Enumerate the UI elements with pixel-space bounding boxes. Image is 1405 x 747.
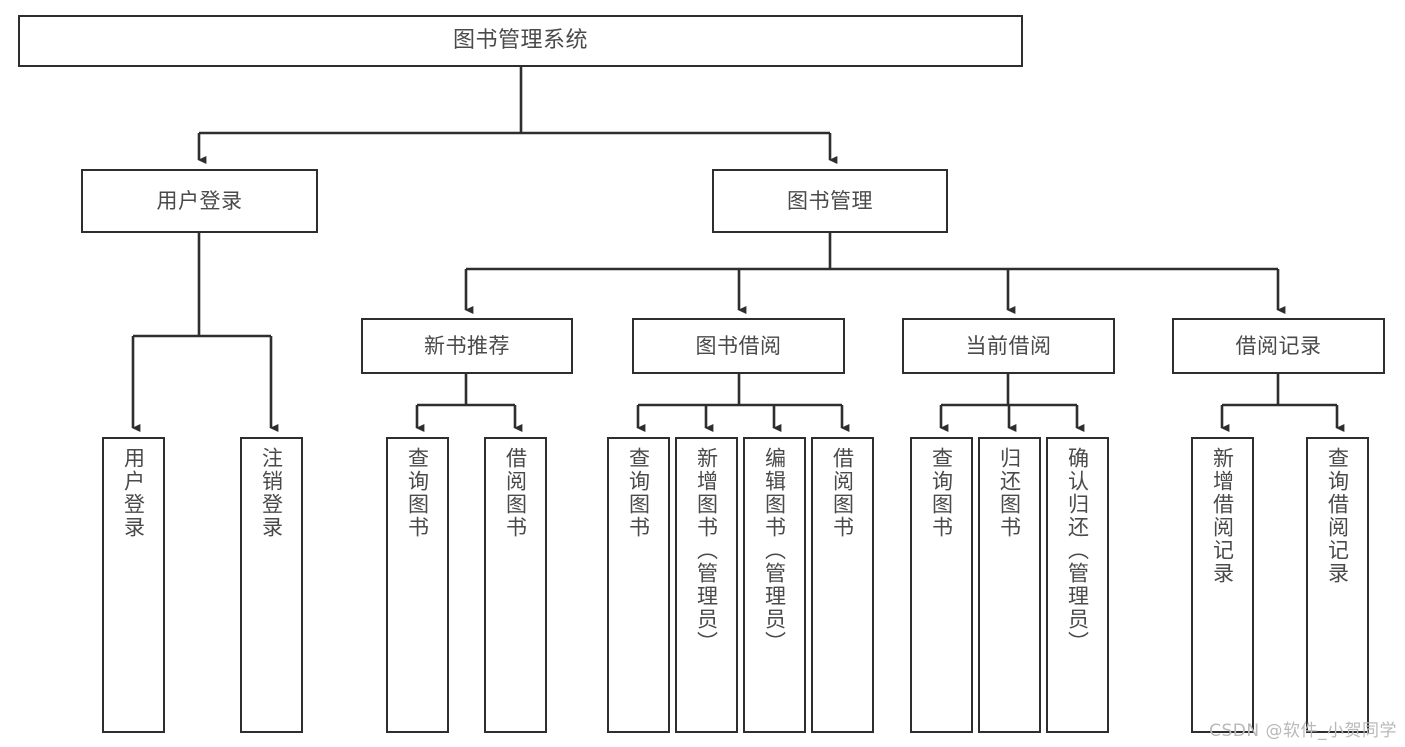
node-borrow-record[interactable]: 借阅记录: [1172, 318, 1385, 374]
node-current-borrow[interactable]: 当前借阅: [902, 318, 1115, 374]
node-user-login[interactable]: 用户登录: [81, 169, 318, 233]
leaf-borrow-edit-book-admin[interactable]: 编辑图书（管理员）: [743, 437, 806, 733]
node-book-management[interactable]: 图书管理: [712, 169, 948, 233]
leaf-record-query-record[interactable]: 查询借阅记录: [1306, 437, 1369, 733]
leaf-borrow-borrow-book[interactable]: 借阅图书: [811, 437, 874, 733]
node-label: 查询图书: [929, 447, 954, 539]
node-label: 新增图书（管理员）: [694, 447, 719, 654]
node-label: 查询图书: [405, 447, 430, 539]
node-label: 图书管理系统: [452, 28, 588, 54]
node-root-book-management-system[interactable]: 图书管理系统: [18, 15, 1023, 67]
leaf-current-return-book[interactable]: 归还图书: [978, 437, 1041, 733]
node-label: 用户登录: [156, 188, 243, 213]
node-new-book-recommend[interactable]: 新书推荐: [361, 318, 573, 374]
node-label: 借阅记录: [1235, 333, 1322, 358]
leaf-borrow-add-book-admin[interactable]: 新增图书（管理员）: [675, 437, 738, 733]
node-label: 归还图书: [997, 447, 1022, 539]
node-label: 借阅图书: [503, 447, 528, 539]
leaf-record-add-record[interactable]: 新增借阅记录: [1191, 437, 1254, 733]
node-label: 确认归还（管理员）: [1065, 447, 1090, 654]
node-label: 编辑图书（管理员）: [762, 447, 787, 654]
leaf-recommend-query-book[interactable]: 查询图书: [386, 437, 449, 733]
node-label: 借阅图书: [830, 447, 855, 539]
leaf-user-login-login[interactable]: 用户登录: [102, 437, 165, 733]
node-label: 注销登录: [259, 447, 284, 539]
node-label: 图书管理: [787, 188, 873, 213]
node-label: 查询图书: [626, 447, 651, 539]
node-label: 查询借阅记录: [1325, 447, 1350, 585]
node-label: 图书借阅: [695, 333, 782, 358]
node-label: 新书推荐: [424, 333, 510, 358]
leaf-current-query-book[interactable]: 查询图书: [910, 437, 973, 733]
watermark-text: CSDN @软件_小贺同学: [1209, 721, 1397, 741]
leaf-user-login-logout[interactable]: 注销登录: [240, 437, 303, 733]
node-label: 新增借阅记录: [1210, 447, 1235, 585]
node-book-borrow[interactable]: 图书借阅: [632, 318, 845, 374]
leaf-borrow-query-book[interactable]: 查询图书: [607, 437, 670, 733]
leaf-recommend-borrow-book[interactable]: 借阅图书: [484, 437, 547, 733]
node-label: 用户登录: [121, 447, 146, 539]
leaf-current-confirm-return-admin[interactable]: 确认归还（管理员）: [1046, 437, 1109, 733]
node-label: 当前借阅: [965, 333, 1052, 358]
